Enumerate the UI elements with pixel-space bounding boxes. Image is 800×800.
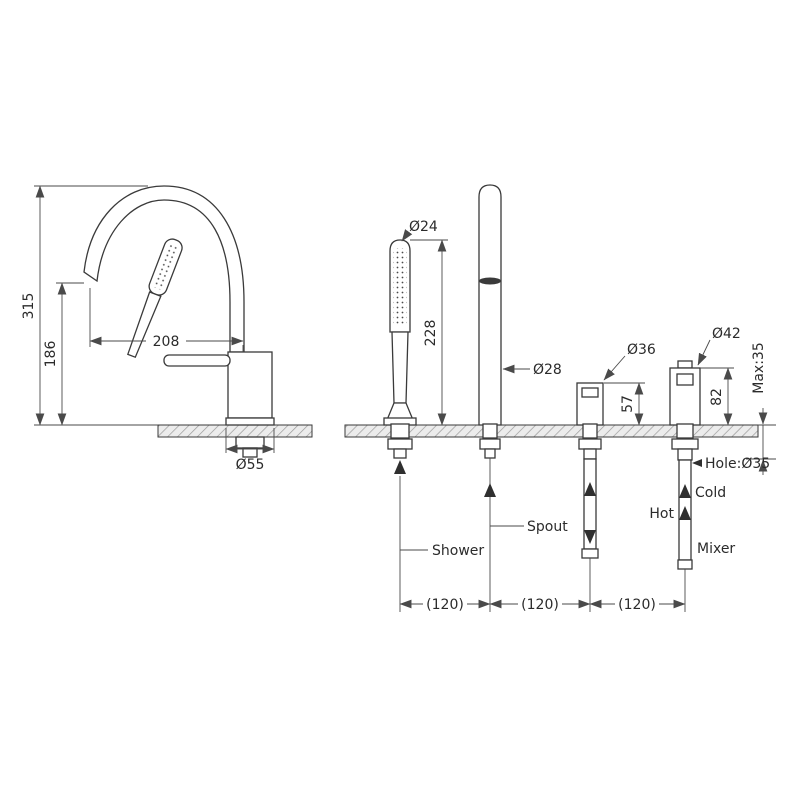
dim-valve-height: 57: [620, 395, 636, 413]
spout-nut: [479, 438, 501, 450]
handshower-shank: [390, 423, 410, 439]
dim-spout-diameter: Ø28: [533, 362, 562, 378]
valve-front: [576, 382, 604, 612]
flow-down-arrow-valve: [584, 530, 596, 544]
valve-sub: [583, 448, 597, 460]
dim-handshower-height: 228: [423, 320, 439, 347]
faucet-side-view: 315 186 208 Ø55: [21, 185, 313, 473]
dim-spout-reach: 208: [153, 334, 180, 350]
valve-nut: [578, 438, 602, 450]
label-cold: Cold: [695, 485, 726, 501]
handshower-spray-face: [151, 243, 180, 291]
dim-mixer-height: 82: [709, 388, 725, 406]
dim-base-diameter: Ø55: [236, 457, 265, 473]
flow-up-arrow-spout: [484, 483, 496, 497]
spout-tail: [484, 448, 496, 459]
faucet-front-view: Shower Ø24 228 Spout Ø28: [344, 184, 776, 613]
mixer-nut: [671, 438, 699, 450]
mixer-sub: [677, 448, 693, 461]
label-spout: Spout: [527, 519, 568, 535]
handshower-nut: [387, 438, 413, 450]
dim-handshower-diameter: Ø24: [409, 219, 438, 235]
label-shower: Shower: [432, 543, 484, 559]
faucet-body: [227, 351, 273, 419]
dim-mixer-diameter: Ø42: [712, 326, 741, 342]
spout-column: [478, 184, 502, 426]
dim-total-height: 315: [21, 293, 37, 320]
dim-max-deck-thickness: Max:35: [751, 342, 767, 393]
flow-up-arrow-shower: [394, 460, 406, 474]
faucet-base-plate: [225, 417, 275, 426]
valve-shank: [582, 423, 598, 439]
label-hot: Hot: [649, 506, 674, 522]
flow-up-arrow-cold: [679, 484, 691, 498]
flow-up-arrow-hot: [679, 506, 691, 520]
dim-pitch-1: (120): [426, 597, 464, 613]
dim-pitch-2: (120): [521, 597, 559, 613]
dim-pitch-3: (120): [618, 597, 656, 613]
handshower-spray-face: [393, 248, 407, 326]
spout-seam: [479, 277, 501, 285]
valve-stem: [581, 387, 599, 398]
label-mixer: Mixer: [697, 541, 735, 557]
handshower-tail: [393, 448, 407, 459]
mixer-cap: [677, 360, 693, 369]
dim-spout-height: 186: [43, 341, 59, 368]
spout-front: Spout: [478, 184, 568, 612]
flow-up-arrow-valve: [584, 482, 596, 496]
mixer-shank: [676, 423, 694, 439]
mounting-nut-left: [235, 436, 265, 449]
deck-left: [157, 424, 313, 438]
dim-valve-diameter: Ø36: [627, 342, 656, 358]
pitch-dimensions: (120) (120) (120): [399, 596, 686, 613]
valve-end-fitting: [581, 548, 599, 559]
dim-hole-diameter: Hole:Ø35: [705, 456, 770, 472]
mixer-detail: [676, 373, 694, 386]
handshower-handle: [391, 331, 409, 404]
hole-leader-arrow: [692, 459, 702, 467]
spout-shank: [482, 423, 498, 439]
faucet-handle: [163, 354, 231, 367]
mixer-end-fitting: [677, 559, 693, 570]
mixer-front: Cold Hot Mixer: [649, 360, 735, 612]
deck-right: [344, 424, 759, 438]
handshower-front: Shower: [383, 239, 484, 612]
